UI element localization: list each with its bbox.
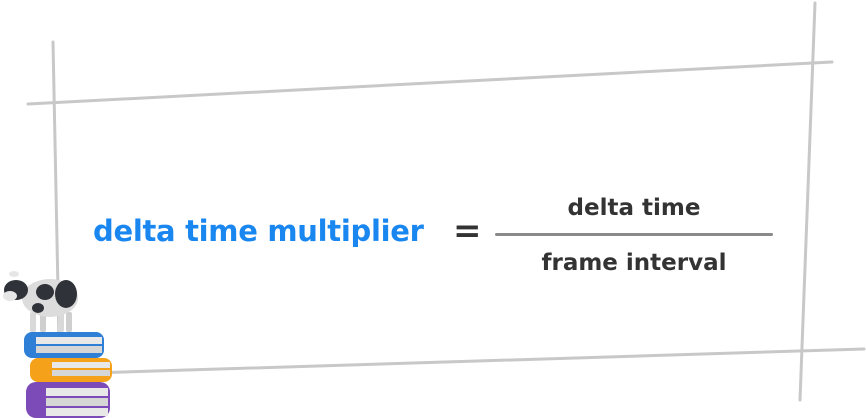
book-pages [46,398,108,406]
cow-on-books-icon [3,271,112,418]
book-pages [46,408,108,416]
cow-spot [32,303,44,313]
cow-leg [40,312,46,332]
frame-line-right [798,1,817,402]
cow-leg [58,312,64,332]
fraction-bar [495,233,773,236]
cow-ear [9,271,19,277]
denominator-label: frame interval [541,250,727,276]
book-pages [36,337,102,344]
book-blue [24,332,104,358]
book-pages [46,388,108,396]
cow-spot [36,284,54,300]
equals-sign: = [453,211,482,251]
result-label: delta time multiplier [93,214,424,248]
book-pages [52,370,110,376]
book-pages [52,362,110,368]
cow-snout [3,291,17,301]
cow-leg [66,312,72,332]
cow-leg [30,312,36,332]
cow-spot [55,280,77,308]
frame-line-top [26,60,834,106]
book-pages [36,346,102,353]
frame-line-bottom [58,347,866,376]
numerator-label: delta time [567,195,701,221]
